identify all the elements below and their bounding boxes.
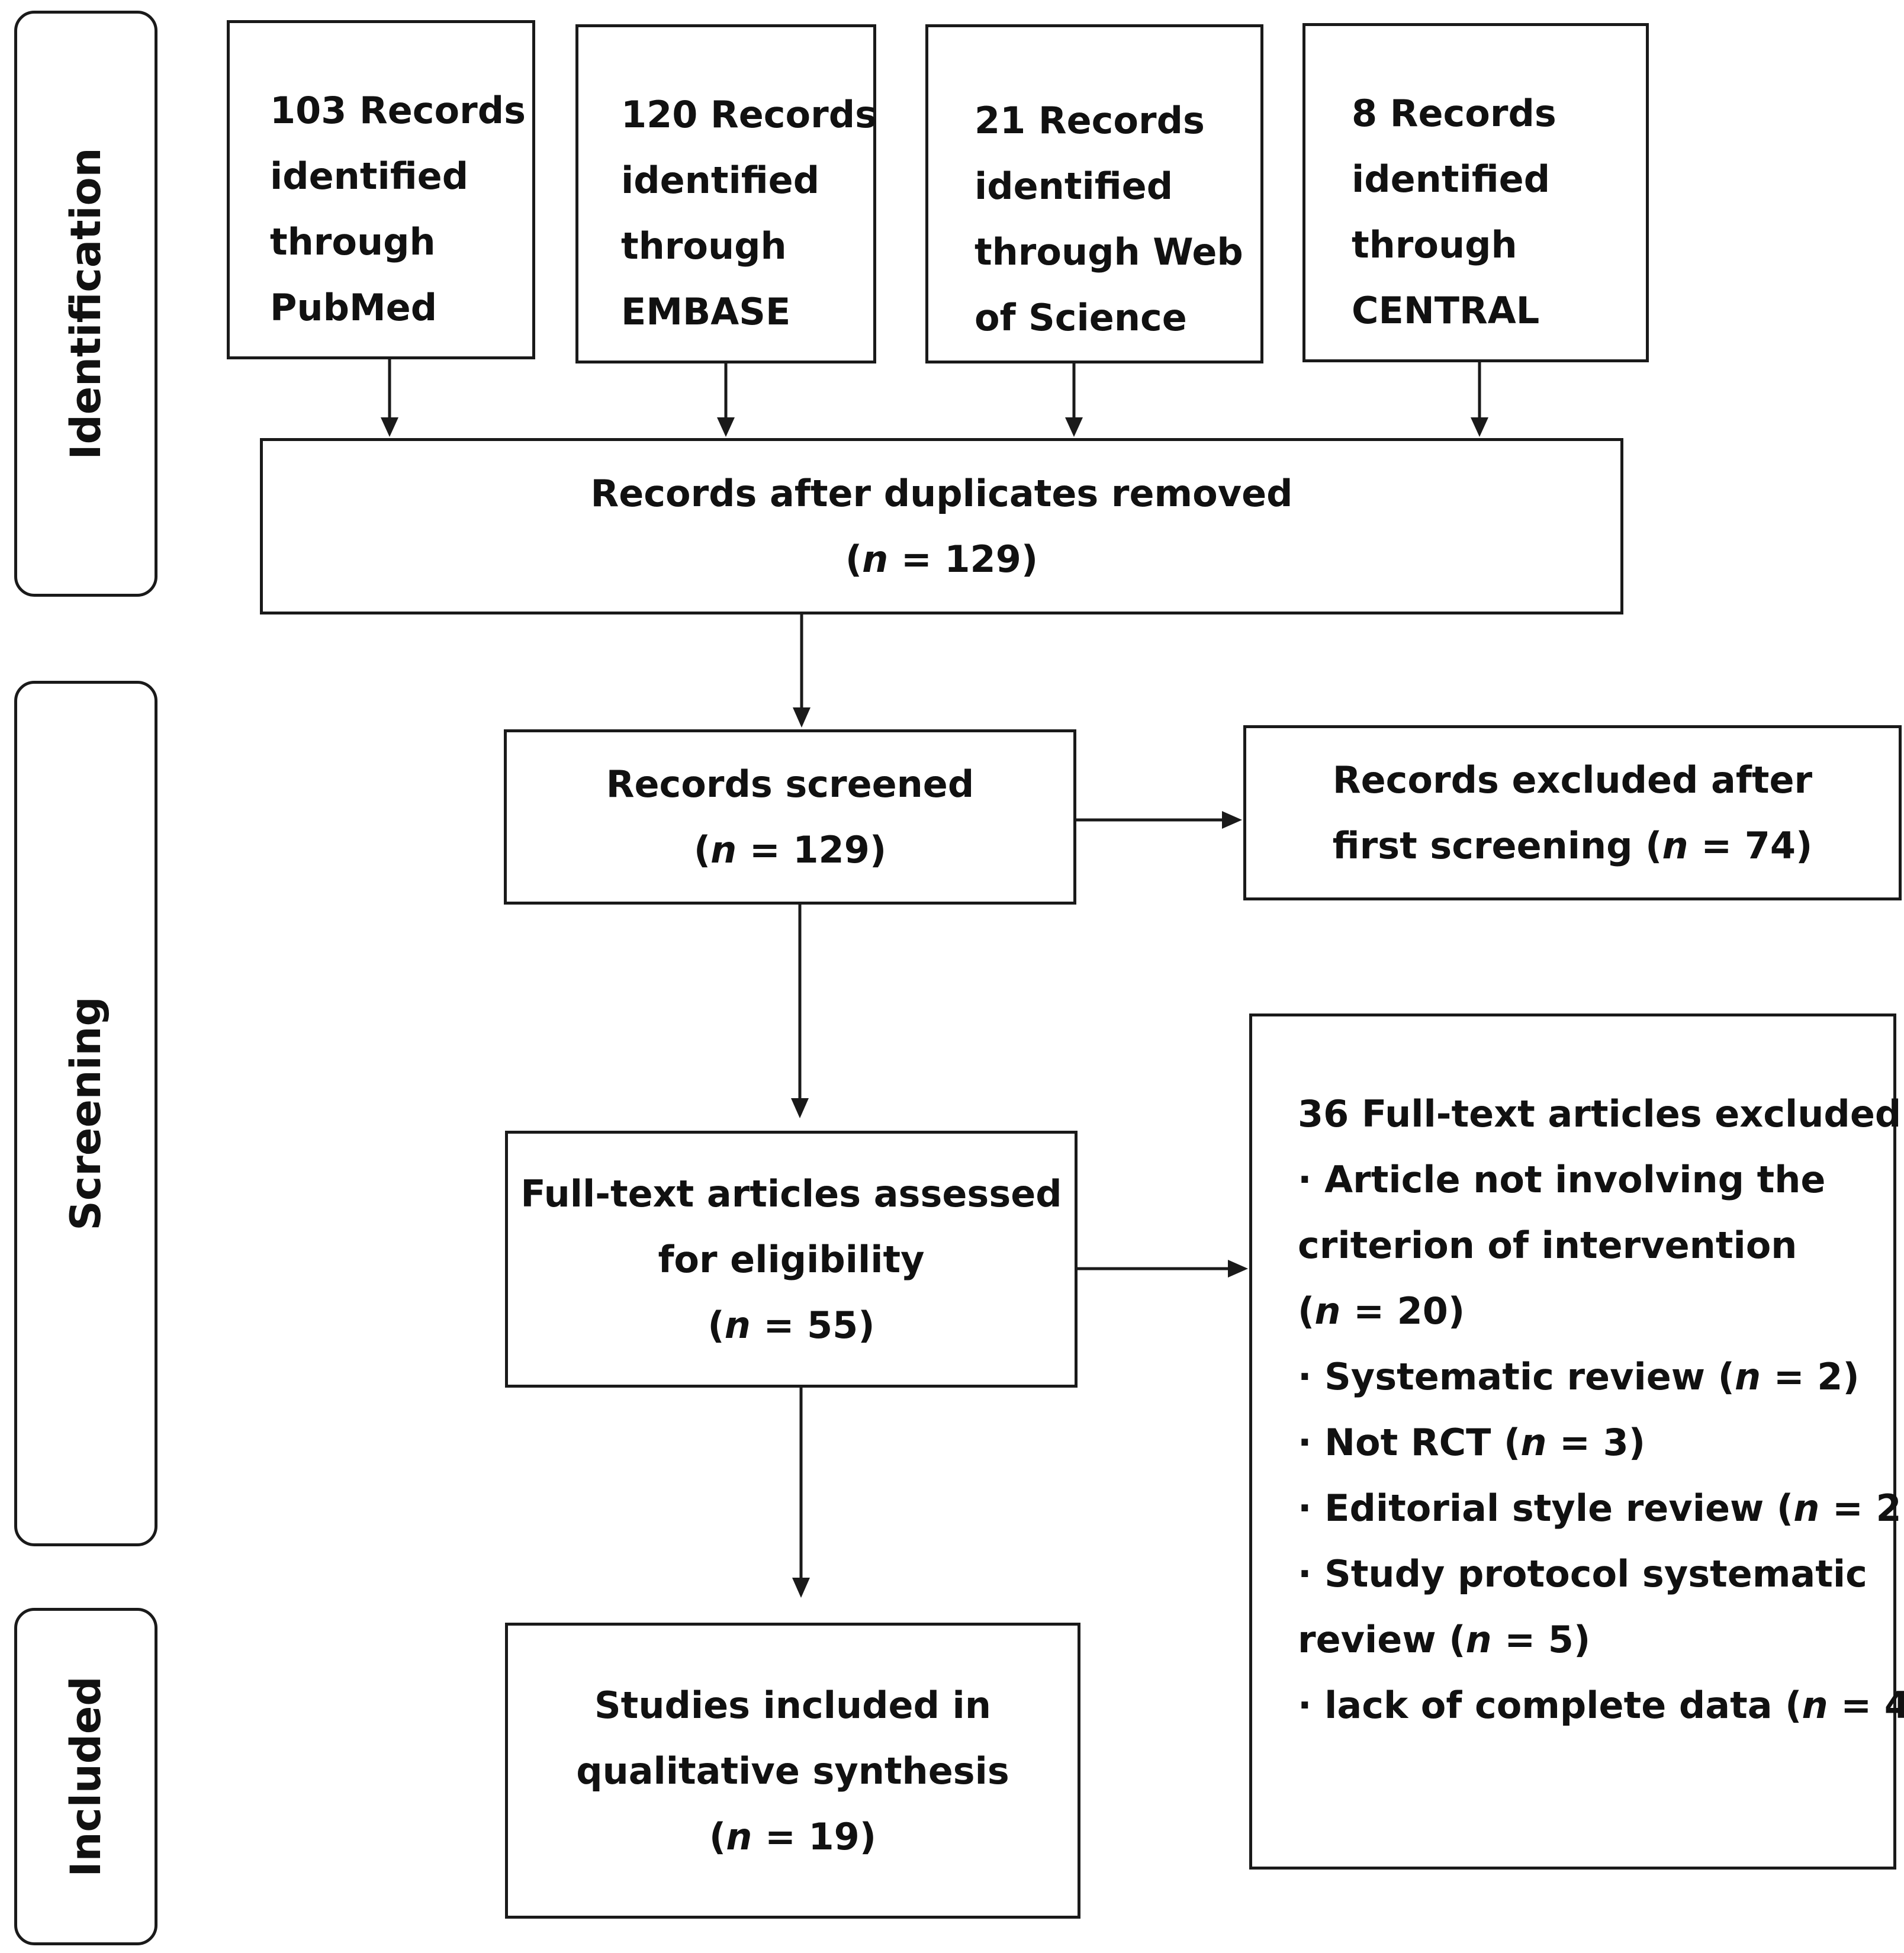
fulltext-excluded-box: 36 Full-text articles excluded: · Articl… bbox=[1249, 1013, 1904, 1870]
arrow-duplicates-to-screened bbox=[793, 614, 811, 728]
source-line: identified bbox=[974, 165, 1173, 208]
excluded-title: 36 Full-text articles excluded: bbox=[1298, 1092, 1904, 1135]
studies-included-box: Studies included in qualitative synthesi… bbox=[505, 1623, 1080, 1919]
arrow-central-to-duplicates bbox=[1471, 362, 1488, 437]
records-screened-box: Records screened (n = 129) bbox=[504, 729, 1076, 905]
excluded-reason: · Study protocol systematic bbox=[1298, 1552, 1867, 1595]
included-line2: qualitative synthesis bbox=[576, 1749, 1009, 1793]
records-excluded-box: Records excluded after first screening (… bbox=[1243, 725, 1902, 900]
excluded-reason: · Systematic review (n = 2) bbox=[1298, 1355, 1860, 1398]
duplicates-removed-box: Records after duplicates removed (n = 12… bbox=[260, 438, 1623, 614]
source-line: EMBASE bbox=[621, 290, 791, 333]
phase-screening-label: Screening bbox=[62, 996, 110, 1231]
source-line: 21 Records bbox=[974, 99, 1205, 142]
source-line: through bbox=[621, 224, 787, 268]
arrow-screened-to-fulltext bbox=[791, 905, 809, 1118]
arrow-fulltext-to-excluded bbox=[1078, 1260, 1248, 1278]
source-line: identified bbox=[621, 159, 820, 202]
source-line: PubMed bbox=[270, 286, 438, 329]
source-line: 8 Records bbox=[1352, 92, 1556, 135]
arrow-fulltext-to-included bbox=[792, 1388, 810, 1598]
source-line: through bbox=[270, 220, 436, 263]
phase-included: Included bbox=[14, 1608, 157, 1945]
excluded-first-count: first screening (n = 74) bbox=[1332, 824, 1813, 867]
arrow-pubmed-to-duplicates bbox=[381, 359, 398, 437]
duplicates-title: Records after duplicates removed bbox=[590, 472, 1293, 515]
source-box-pubmed: 103 Records identified through PubMed bbox=[227, 20, 535, 359]
phase-screening: Screening bbox=[14, 681, 157, 1546]
included-count: (n = 19) bbox=[709, 1814, 877, 1858]
excluded-first-line1: Records excluded after bbox=[1332, 758, 1813, 802]
source-line: 120 Records bbox=[621, 93, 877, 136]
excluded-reason: · Editorial style review (n = 2) bbox=[1298, 1487, 1904, 1530]
fulltext-assessed-box: Full-text articles assessed for eligibil… bbox=[505, 1131, 1078, 1388]
excluded-reason: criterion of intervention bbox=[1298, 1224, 1797, 1267]
source-box-embase: 120 Records identified through EMBASE bbox=[575, 24, 877, 363]
screened-title: Records screened bbox=[606, 762, 974, 806]
phase-included-label: Included bbox=[62, 1676, 110, 1877]
phase-identification: Identification bbox=[14, 11, 157, 597]
included-line1: Studies included in bbox=[594, 1683, 991, 1727]
arrow-embase-to-duplicates bbox=[717, 363, 735, 437]
excluded-reason: · Not RCT (n = 3) bbox=[1298, 1421, 1646, 1464]
source-line: through Web bbox=[974, 230, 1243, 274]
screened-count: (n = 129) bbox=[693, 828, 887, 871]
phase-identification-label: Identification bbox=[62, 147, 110, 460]
source-box-central: 8 Records identified through CENTRAL bbox=[1302, 23, 1649, 362]
fulltext-line2: for eligibility bbox=[658, 1237, 925, 1281]
source-line: of Science bbox=[974, 296, 1187, 339]
source-box-web-of-science: 21 Records identified through Web of Sci… bbox=[925, 24, 1263, 363]
source-line: CENTRAL bbox=[1352, 289, 1540, 332]
source-line: 103 Records bbox=[270, 89, 526, 132]
excluded-reason: review (n = 5) bbox=[1298, 1618, 1591, 1661]
excluded-reason: (n = 20) bbox=[1298, 1289, 1465, 1333]
source-line: identified bbox=[1352, 157, 1551, 201]
arrow-wos-to-duplicates bbox=[1065, 363, 1083, 437]
duplicates-count: (n = 129) bbox=[845, 538, 1038, 581]
excluded-reason: · lack of complete data (n = 4) bbox=[1298, 1684, 1904, 1727]
fulltext-line1: Full-text articles assessed bbox=[520, 1172, 1062, 1215]
fulltext-count: (n = 55) bbox=[707, 1303, 875, 1347]
source-line: identified bbox=[270, 155, 469, 198]
source-line: through bbox=[1352, 223, 1517, 266]
arrow-screened-to-excluded bbox=[1076, 811, 1242, 829]
excluded-reason: · Article not involving the bbox=[1298, 1158, 1826, 1201]
